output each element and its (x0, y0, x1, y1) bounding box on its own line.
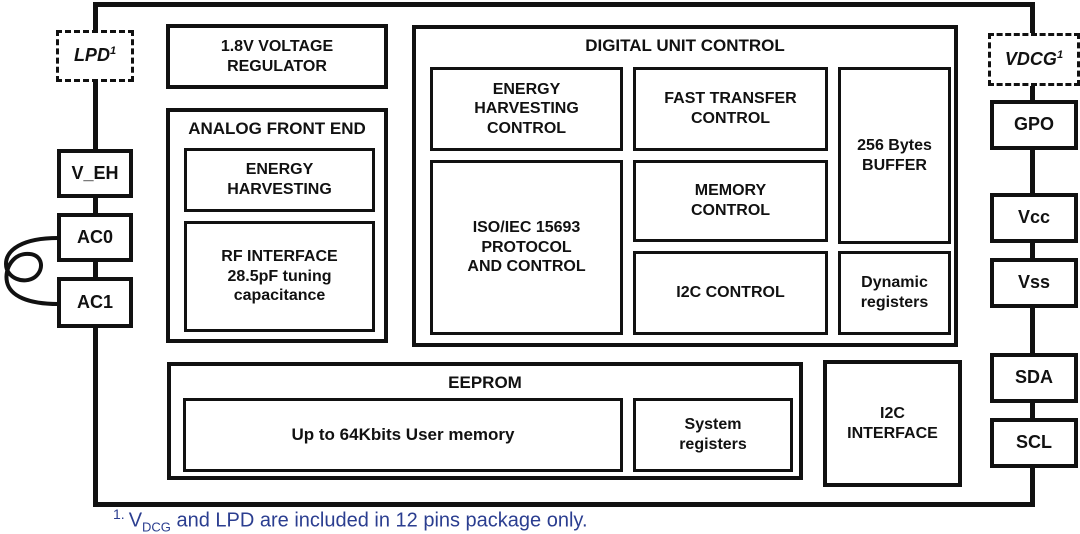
pin-vcc: Vcc (990, 193, 1078, 243)
system-registers-block: System registers (633, 398, 793, 472)
pin-sda: SDA (990, 353, 1078, 403)
energy-harvesting-control-block: ENERGY HARVESTING CONTROL (430, 67, 623, 151)
buffer-block: 256 Bytes BUFFER (838, 67, 951, 244)
eeprom-label: EEPROM (448, 373, 522, 392)
rf-interface-block: RF INTERFACE 28.5pF tuning capacitance (184, 221, 375, 332)
memory-control-block: MEMORY CONTROL (633, 160, 828, 242)
energy-harvesting-block: ENERGY HARVESTING (184, 148, 375, 212)
footnote-marker: 1. (113, 506, 125, 522)
pin-v-eh: V_EH (57, 149, 133, 198)
digital-unit-control-block: DIGITAL UNIT CONTROL (412, 25, 958, 347)
pin-lpd-footnote-ref: 1 (109, 45, 117, 58)
footnote: 1.VDCG and LPD are included in 12 pins p… (113, 506, 588, 534)
eeprom-block: EEPROM (167, 362, 803, 480)
i2c-interface-block: I2C INTERFACE (823, 360, 962, 487)
analog-front-end-block: ANALOG FRONT END (166, 108, 388, 343)
voltage-regulator-block: 1.8V VOLTAGE REGULATOR (166, 24, 388, 89)
i2c-control-block: I2C CONTROL (633, 251, 828, 335)
pin-vss: Vss (990, 258, 1078, 308)
dynamic-registers-block: Dynamic registers (838, 251, 951, 335)
pin-lpd-label: LPD (73, 45, 110, 66)
pin-scl: SCL (990, 418, 1078, 468)
footnote-term-sub: DCG (142, 519, 171, 534)
footnote-term: V (128, 509, 143, 532)
pin-vdcg: VDCG1 (988, 33, 1080, 86)
pin-ac0: AC0 (57, 213, 133, 262)
digital-unit-control-label: DIGITAL UNIT CONTROL (585, 36, 785, 55)
pin-gpo: GPO (990, 100, 1078, 150)
pin-lpd: LPD1 (56, 30, 134, 82)
antenna-coil-icon (3, 236, 60, 306)
fast-transfer-control-block: FAST TRANSFER CONTROL (633, 67, 828, 151)
analog-front-end-label: ANALOG FRONT END (188, 119, 366, 138)
pin-vdcg-label: VDCG (1004, 48, 1057, 69)
pin-vdcg-footnote-ref: 1 (1056, 48, 1064, 61)
user-memory-block: Up to 64Kbits User memory (183, 398, 623, 472)
footnote-text: and LPD are included in 12 pins package … (170, 509, 588, 532)
pin-ac1: AC1 (57, 277, 133, 328)
iso-protocol-block: ISO/IEC 15693 PROTOCOL AND CONTROL (430, 160, 623, 335)
